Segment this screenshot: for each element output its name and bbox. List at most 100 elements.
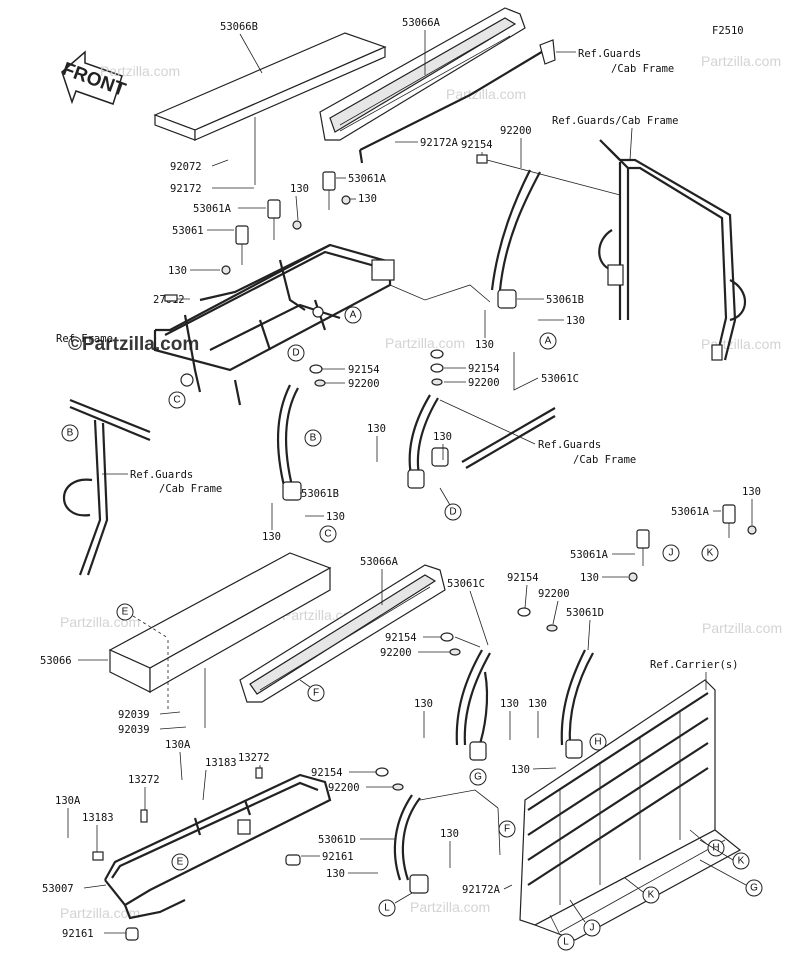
ref-guards-4: Ref.Guards xyxy=(130,469,193,481)
label-130-12: 130 xyxy=(414,698,433,710)
label-53061b-2: 53061B xyxy=(301,488,339,500)
label-53061b-1: 53061B xyxy=(546,294,584,306)
watermarks: Partzilla.com Partzilla.com Partzilla.co… xyxy=(60,53,782,921)
label-92200-1: 92200 xyxy=(500,125,532,137)
seat-back-bracket xyxy=(358,39,556,164)
watermark: Partzilla.com xyxy=(702,620,782,636)
label-92072: 92072 xyxy=(170,161,202,173)
label-53061d-2: 53061D xyxy=(318,834,356,846)
label-92154-5: 92154 xyxy=(507,572,539,584)
watermark: Partzilla.com xyxy=(410,899,490,915)
callout-d-2 xyxy=(444,503,462,521)
seat-belt-lower-right xyxy=(560,649,594,759)
label-13183-2: 13183 xyxy=(82,812,114,824)
label-92172a-top: 92172A xyxy=(420,137,459,149)
callout-g2-text: G xyxy=(750,883,758,894)
label-130a-1: 130A xyxy=(165,739,191,751)
callout-e xyxy=(116,603,134,621)
label-53007: 53007 xyxy=(42,883,74,895)
seat-belt-center xyxy=(407,394,449,489)
label-92200-6: 92200 xyxy=(328,782,360,794)
callout-g-2 xyxy=(745,879,763,897)
watermark: Partzilla.com xyxy=(446,86,526,102)
callout-k-text: K xyxy=(707,548,714,559)
callout-c-text: C xyxy=(173,395,180,406)
label-92154-3: 92154 xyxy=(348,364,380,376)
callout-b xyxy=(304,429,322,447)
callout-e-2 xyxy=(171,853,189,871)
label-130-3: 130 xyxy=(168,265,187,277)
callout-b-text: B xyxy=(310,433,317,444)
cargo-carrier xyxy=(519,679,742,941)
label-13183-1: 13183 xyxy=(205,757,237,769)
callout-c xyxy=(168,391,186,409)
callout-k2-text: K xyxy=(738,856,745,867)
callout-f-text: F xyxy=(313,688,319,699)
rail-ref-guards-3 xyxy=(461,407,556,469)
label-130-6: 130 xyxy=(367,423,386,435)
callout-h xyxy=(589,733,607,751)
label-53061a-3: 53061A xyxy=(671,506,710,518)
ref-guards-3b: /Cab Frame xyxy=(573,454,636,466)
label-130-5: 130 xyxy=(475,339,494,351)
callout-c-2 xyxy=(319,525,337,543)
callout-d2-text: D xyxy=(449,507,456,518)
callout-h2-text: H xyxy=(712,843,719,854)
label-53066a-mid: 53066A xyxy=(360,556,399,568)
seat-cushion-53066b xyxy=(153,32,387,141)
callout-k3-text: K xyxy=(648,890,655,901)
label-92200-4: 92200 xyxy=(380,647,412,659)
part-27012 xyxy=(164,294,178,302)
label-130-4: 130 xyxy=(566,315,585,327)
label-53061d-1: 53061D xyxy=(566,607,604,619)
callout-j xyxy=(662,544,680,562)
figure-code: F2510 xyxy=(712,25,744,37)
label-92154-2: 92154 xyxy=(468,363,500,375)
callout-k-2 xyxy=(732,852,750,870)
watermark: Partzilla.com xyxy=(100,63,180,79)
rollbar-upper-right xyxy=(598,139,746,361)
label-53066b: 53066B xyxy=(220,21,258,33)
label-53061a-1: 53061A xyxy=(348,173,387,185)
label-53061a-2: 53061A xyxy=(193,203,232,215)
callout-l2-text: L xyxy=(563,937,569,948)
label-130-1: 130 xyxy=(290,183,309,195)
bolt-92154 xyxy=(476,154,488,164)
ref-frame: Ref.Frame xyxy=(56,333,113,345)
callout-h-text: H xyxy=(594,737,601,748)
label-130-16: 130 xyxy=(440,828,459,840)
seat-belt-lower-center xyxy=(393,794,429,894)
label-53061a-4: 53061A xyxy=(570,549,609,561)
callout-c2-text: C xyxy=(324,529,331,540)
callout-l-2 xyxy=(557,933,575,951)
label-130-15: 130 xyxy=(511,764,530,776)
seat-frame-upper xyxy=(153,243,395,406)
seat-belt-lower-left xyxy=(455,649,491,761)
label-13272-2: 13272 xyxy=(128,774,160,786)
callout-k-3 xyxy=(642,886,660,904)
label-92200-3: 92200 xyxy=(348,378,380,390)
callout-j-text: J xyxy=(669,548,674,559)
label-53061: 53061 xyxy=(172,225,204,237)
label-92039-1: 92039 xyxy=(118,709,150,721)
label-92172a-bot: 92172A xyxy=(462,884,501,896)
ref-guards-2: Ref.Guards/Cab Frame xyxy=(552,115,678,127)
callout-d xyxy=(287,344,305,362)
label-130-8: 130 xyxy=(326,511,345,523)
callout-a2-text: A xyxy=(545,336,552,347)
callout-f2-text: F xyxy=(504,824,510,835)
label-92172: 92172 xyxy=(170,183,202,195)
label-92154-1: 92154 xyxy=(461,139,493,151)
ref-guards-1: Ref.Guards xyxy=(578,48,641,60)
label-92154-4: 92154 xyxy=(385,632,417,644)
seat-cushion-53066 xyxy=(108,552,332,694)
ref-guards-4b: /Cab Frame xyxy=(159,483,222,495)
label-53061c-1: 53061C xyxy=(541,373,579,385)
callout-a-2 xyxy=(539,332,557,350)
seat-frame-53007 xyxy=(104,773,332,941)
callout-e-text: E xyxy=(122,607,129,618)
watermark: Partzilla.com xyxy=(60,905,140,921)
callout-l-text: L xyxy=(384,903,390,914)
ref-guards-3: Ref.Guards xyxy=(538,439,601,451)
